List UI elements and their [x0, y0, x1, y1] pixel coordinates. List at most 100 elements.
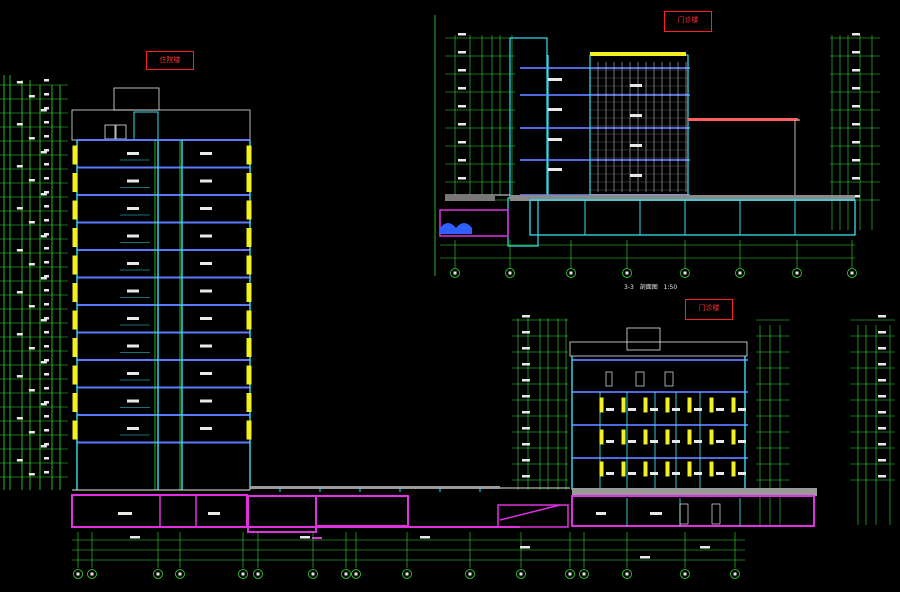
roof-parapet: [71, 109, 251, 141]
room-label-mark: [127, 207, 139, 210]
elevation-mark: [852, 87, 860, 90]
elevation-mark: [522, 459, 530, 462]
elevation-mark: [44, 149, 49, 152]
window-column: [731, 429, 736, 445]
room-label-mark: [606, 472, 614, 475]
room-label-mark: [628, 472, 636, 475]
elevation-mark: [522, 347, 530, 350]
elevation-mark: [522, 331, 530, 334]
axis-bubble: [153, 569, 163, 579]
window-column: [731, 397, 736, 413]
axis-number: [625, 271, 629, 275]
axis-bubble: [351, 569, 361, 579]
axis-bubble: [73, 569, 83, 579]
elevation-mark: [40, 193, 47, 196]
elevation-mark: [28, 389, 35, 392]
axis-bubble: [622, 268, 632, 278]
elevation-mark: [44, 471, 49, 474]
elevation-mark: [40, 277, 47, 280]
window-column: [665, 429, 670, 445]
roof-machine-room: [626, 327, 661, 351]
roof-door: [115, 124, 127, 140]
elevation-mark: [44, 387, 49, 390]
elevation-mark: [458, 123, 466, 126]
window-column: [246, 200, 252, 220]
elevation-mark: [458, 87, 466, 90]
room-label-mark: [200, 207, 212, 210]
elevation-mark: [44, 345, 49, 348]
stair-pit: [507, 197, 539, 247]
elevation-mark: [40, 445, 47, 448]
room-label-mark: [606, 440, 614, 443]
window: [605, 371, 613, 387]
elevation-mark: [458, 177, 466, 180]
axis-number: [582, 572, 586, 576]
room-label-mark: [200, 344, 212, 348]
elevation-mark: [44, 107, 49, 110]
axis-number: [795, 271, 799, 275]
window-column: [72, 283, 78, 302]
elevation-mark: [16, 123, 23, 126]
dimension-text: [700, 546, 710, 549]
axis-bubble: [87, 569, 97, 579]
site-ground-hatch: [445, 195, 495, 201]
room-label-mark: [200, 372, 212, 375]
room-label-mark: [694, 440, 702, 443]
elevation-mark: [44, 191, 49, 194]
room-label-mark: [127, 344, 139, 348]
elevation-mark: [40, 403, 47, 406]
axis-number: [733, 572, 737, 576]
axis-bubble: [730, 569, 740, 579]
axis-number: [453, 271, 457, 275]
basement-door: [679, 503, 689, 525]
window-column: [72, 393, 78, 412]
axis-bubble: [579, 569, 589, 579]
window-column: [246, 228, 252, 247]
canopy-edge: [688, 118, 798, 121]
elevation-mark: [44, 303, 49, 306]
elevation-mark: [44, 359, 49, 362]
roof-parapet: [569, 341, 748, 357]
elevation-mark: [878, 331, 886, 334]
elevation-mark: [44, 261, 49, 264]
window-column: [687, 461, 692, 477]
room-label-mark: [628, 440, 636, 443]
section-caption: 3-3 剖面图 1:50: [620, 282, 677, 291]
elevation-mark: [44, 275, 49, 278]
elevation-mark: [852, 159, 860, 162]
elevation-mark: [852, 195, 860, 198]
elevation-mark: [44, 121, 49, 124]
elevation-mark: [28, 473, 35, 476]
elevation-mark: [40, 235, 47, 238]
axis-number: [344, 572, 348, 576]
elevation-mark: [878, 347, 886, 350]
dimension-text: [130, 536, 140, 539]
axis-bubble: [341, 569, 351, 579]
room-label-mark: [628, 408, 636, 411]
window-column: [246, 310, 252, 330]
elevation-mark: [16, 333, 23, 336]
room-label-mark: [127, 152, 139, 155]
room-label-mark: [127, 399, 139, 403]
roof-coping: [590, 52, 686, 56]
room-label-mark: [200, 234, 212, 238]
elevation-mark: [44, 401, 49, 404]
window-column: [665, 461, 670, 477]
window-column: [665, 397, 670, 413]
elevation-mark: [878, 379, 886, 382]
elevation-mark: [16, 459, 23, 462]
window-column: [72, 228, 78, 247]
axis-bubble: [238, 569, 248, 579]
axis-bubble: [505, 268, 515, 278]
axis-number: [568, 572, 572, 576]
elevation-mark: [878, 315, 886, 318]
window-column: [246, 365, 252, 385]
dimension-text: [420, 536, 430, 539]
elevation-mark: [40, 361, 47, 364]
window-column: [643, 461, 648, 477]
axis-bubble: [175, 569, 185, 579]
basement-door: [711, 503, 721, 525]
link-corridor-section: [72, 486, 745, 579]
window-column: [731, 461, 736, 477]
